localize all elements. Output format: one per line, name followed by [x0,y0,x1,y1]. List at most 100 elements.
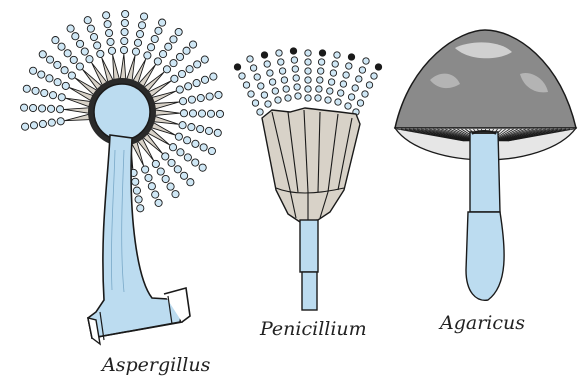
aspergillus-spore [20,104,27,111]
penicillium-spore [234,64,240,70]
penicillium-spore [239,73,245,79]
aspergillus-spore [184,154,191,161]
aspergillus-spore [132,178,139,185]
penicillium-spore [318,68,324,74]
aspergillus-spore [145,174,152,181]
penicillium-spore [269,79,275,85]
penicillium-spore [261,92,267,98]
aspergillus-spore [189,41,196,48]
aspergillus-spore [159,50,166,57]
penicillium-spore [340,81,346,87]
aspergillus-spore [135,196,142,203]
penicillium-spore [352,85,358,91]
aspergillus-spore [170,36,177,43]
penicillium-spore [366,82,372,88]
aspergillus-spore [148,183,155,190]
aspergillus-spore [154,58,161,65]
penicillium-spore [278,59,284,65]
aspergillus-spore [134,39,141,46]
aspergillus-spore [185,83,192,90]
aspergillus-spore [144,52,151,59]
penicillium-spore [325,97,331,103]
penicillium-spore [261,52,267,58]
penicillium-spore [346,63,352,69]
aspergillus-spore [97,50,104,57]
penicillium-spore [294,84,300,90]
aspergillus-spore [180,110,187,117]
aspergillus-spore [176,86,183,93]
aspergillus-spore [157,168,164,175]
penicillium-spore [252,100,258,106]
aspergillus-spore [94,42,101,49]
penicillium-spore [254,74,260,80]
penicillium-spore [272,88,278,94]
agaricus-stipe-upper [470,132,500,212]
aspergillus-spore [47,105,54,112]
penicillium-spore [290,48,296,54]
penicillium-spore [356,76,362,82]
penicillium-spore [363,58,369,64]
aspergillus-spore [162,175,169,182]
aspergillus-spore [49,92,56,99]
penicillium-spore [357,100,363,106]
aspergillus-spore [197,125,204,132]
aspergillus-spore [54,79,61,86]
penicillium-spore [293,75,299,81]
penicillium-spore [248,91,254,97]
aspergillus-spore [189,110,196,117]
penicillium-conidia-chains [234,48,381,115]
aspergillus-spore [76,63,83,70]
aspergillus-spore [90,33,97,40]
aspergillus-spore [23,85,30,92]
aspergillus-spore [39,120,46,127]
penicillium-spore [295,93,301,99]
aspergillus-spore [197,94,204,101]
aspergillus-illustration [20,10,223,344]
aspergillus-spore [103,12,110,19]
penicillium-spore [257,109,263,115]
aspergillus-spore [200,144,207,151]
aspergillus-spore [187,179,194,186]
penicillium-spore [338,90,344,96]
aspergillus-spore [179,122,186,129]
penicillium-spore [283,86,289,92]
penicillium-spore [330,70,336,76]
penicillium-spore [343,72,349,78]
aspergillus-spore [162,153,169,160]
aspergillus-spore [155,27,162,34]
penicillium-spore [318,59,324,65]
aspergillus-spore [76,40,83,47]
penicillium-spore [332,61,338,67]
penicillium-spore [247,56,253,62]
aspergillus-spore [186,66,193,73]
aspergillus-spore [199,164,206,171]
penicillium-spore [345,103,351,109]
aspergillus-spore [183,47,190,54]
aspergillus-spore [142,166,149,173]
penicillium-spore [335,99,341,105]
aspergillus-spore [171,75,178,82]
aspergillus-spore [188,96,195,103]
penicillium-spore [371,73,377,79]
aspergillus-spore [214,129,221,136]
aspergillus-sterigma [154,110,180,116]
aspergillus-spore [188,124,195,131]
aspergillus-spore [133,187,140,194]
aspergillus-spore [121,28,128,35]
aspergillus-spore [175,28,182,35]
aspergillus-spore [136,30,143,37]
aspergillus-sterigma [66,98,92,107]
agaricus-stipe-base [466,212,504,300]
penicillium-spore [305,77,311,83]
aspergillus-sterigma [65,114,91,121]
aspergillus-spore [193,79,200,86]
aspergillus-spore [64,50,71,57]
penicillium-spore [305,68,311,74]
aspergillus-spore [152,160,159,167]
penicillium-spore [327,88,333,94]
aspergillus-spore [29,104,36,111]
aspergillus-spore [163,66,170,73]
aspergillus-spore [172,191,179,198]
aspergillus-spore [207,110,214,117]
aspergillus-spore [151,35,158,42]
